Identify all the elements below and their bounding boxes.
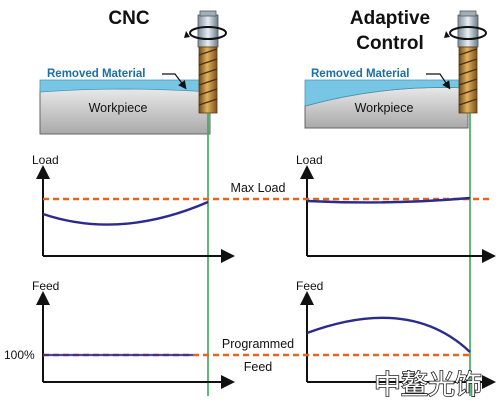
title-control: Control xyxy=(356,33,424,54)
watermark-text: 中鳌光饰 xyxy=(374,370,482,401)
load-axis-label-left: Load xyxy=(32,153,59,167)
load-curve-right xyxy=(306,196,471,204)
tool-holder-right xyxy=(457,14,479,48)
removed-material-label-left: Removed Material xyxy=(47,68,145,80)
flute-lines-right xyxy=(458,48,478,106)
cutting-tool-left xyxy=(184,10,227,114)
max-load-label: Max Load xyxy=(231,181,286,195)
load-axis-label-right: Load xyxy=(296,153,323,167)
feed-axis-label-left: Feed xyxy=(32,279,59,293)
programmed-feed-label-line1: Programmed xyxy=(222,337,294,351)
tool-holder-left xyxy=(197,14,219,48)
tool-collar-left xyxy=(199,10,217,17)
workpiece-label-right: Workpiece xyxy=(355,101,414,115)
flute-lines-left xyxy=(198,48,218,106)
programmed-feed-label-line2: Feed xyxy=(244,360,273,374)
title-adaptive: Adaptive xyxy=(350,8,430,29)
rotation-arrow-tip-left xyxy=(184,31,190,38)
tool-collar-right xyxy=(459,10,477,17)
workpiece-left xyxy=(39,79,211,135)
removed-material-leader-right xyxy=(426,73,451,90)
removed-material-leader-left xyxy=(162,73,187,90)
rotation-arrow-icon-left xyxy=(189,26,227,40)
cutting-tool-right xyxy=(444,10,487,114)
workpiece-label-left: Workpiece xyxy=(89,101,148,115)
feed-axis-label-right: Feed xyxy=(296,279,323,293)
rotation-arrow-tip-right xyxy=(444,31,450,38)
load-curve-left xyxy=(42,200,209,226)
title-cnc: CNC xyxy=(108,8,149,29)
rotation-arrow-icon-right xyxy=(449,26,487,40)
feed-100-percent-label: 100% xyxy=(4,348,35,362)
removed-material-label-right: Removed Material xyxy=(311,68,409,80)
feed-curve-right xyxy=(306,316,471,353)
